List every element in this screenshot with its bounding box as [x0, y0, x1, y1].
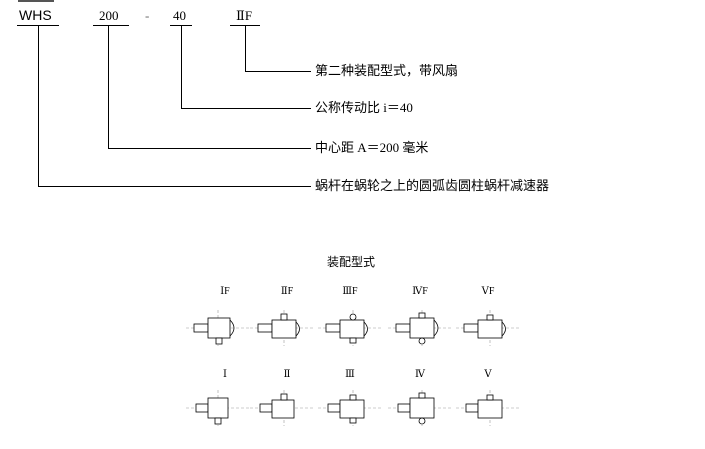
model-part-type: WHS — [19, 7, 52, 23]
reducer-sketch-2 — [250, 390, 314, 426]
model-part-dash: - — [145, 8, 150, 23]
reducer-sketch-1f — [186, 310, 250, 346]
leader-horizontal-center-distance — [108, 148, 311, 149]
reducer-sketch-1 — [186, 390, 250, 426]
leader-horizontal-type — [38, 186, 311, 187]
leader-vertical-center-distance — [108, 25, 109, 148]
assembly-title: 装配型式 — [327, 255, 376, 269]
assembly-label-1f: ⅠF — [220, 286, 230, 297]
model-part-center-distance: 200 — [99, 8, 119, 23]
assembly-label-3f: ⅢF — [342, 286, 358, 297]
leader-horizontal-assembly — [245, 71, 311, 72]
assembly-label-2f: ⅡF — [280, 286, 294, 297]
assembly-label-5: Ⅴ — [484, 369, 492, 380]
leader-horizontal-ratio — [181, 108, 311, 109]
description-assembly: 第二种装配型式，带风扇 — [315, 63, 459, 78]
description-center-distance: 中心距 A＝200 毫米 — [315, 140, 429, 155]
assembly-label-4: Ⅳ — [415, 369, 425, 380]
leader-vertical-ratio — [181, 25, 182, 108]
assembly-label-2: Ⅱ — [283, 369, 291, 380]
reducer-sketch-3f — [318, 310, 382, 346]
reducer-sketch-5 — [456, 390, 520, 426]
reducer-sketch-3 — [318, 390, 382, 426]
underline-center-distance — [93, 25, 129, 26]
assembly-label-4f: ⅣF — [412, 286, 428, 297]
leader-vertical-type — [38, 25, 39, 186]
model-part-ratio: 40 — [173, 8, 186, 23]
assembly-label-5f: ⅤF — [481, 286, 495, 297]
description-ratio: 公称传动比 i＝40 — [315, 100, 413, 115]
assembly-label-3: Ⅲ — [345, 369, 355, 380]
model-part-assembly: ⅡF — [236, 8, 253, 23]
description-type: 蜗杆在蜗轮之上的圆弧齿圆柱蜗杆减速器 — [315, 178, 550, 193]
reducer-sketch-4f — [388, 310, 452, 346]
reducer-sketch-4 — [388, 390, 452, 426]
header-clip-line — [18, 0, 54, 2]
reducer-sketch-5f — [456, 310, 520, 346]
assembly-label-1: Ⅰ — [223, 369, 227, 380]
leader-vertical-assembly — [245, 25, 246, 71]
reducer-sketch-2f — [250, 310, 314, 346]
